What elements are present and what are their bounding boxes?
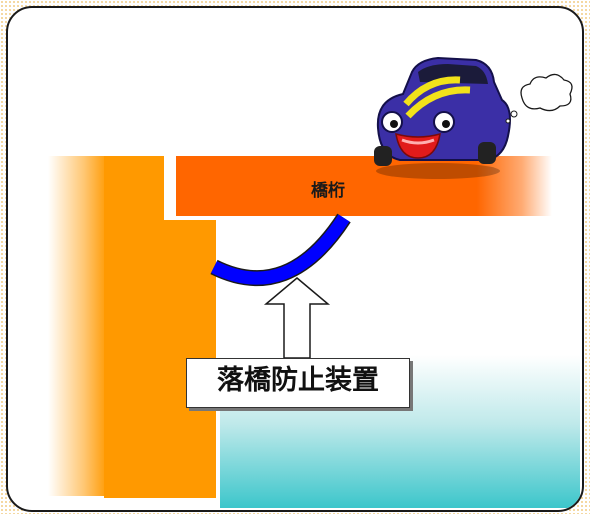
thought-bubble-icon xyxy=(505,73,573,124)
up-arrow-icon xyxy=(263,277,331,359)
bridge-girder xyxy=(176,156,552,216)
diagram-overlay xyxy=(210,56,573,359)
diagram-panel: 橋桁 落橋防止装置 xyxy=(6,6,584,512)
device-label: 落橋防止装置 xyxy=(186,358,410,408)
pier-fade xyxy=(48,156,108,496)
girder-label: 橋桁 xyxy=(311,181,345,201)
car-icon xyxy=(374,56,511,179)
